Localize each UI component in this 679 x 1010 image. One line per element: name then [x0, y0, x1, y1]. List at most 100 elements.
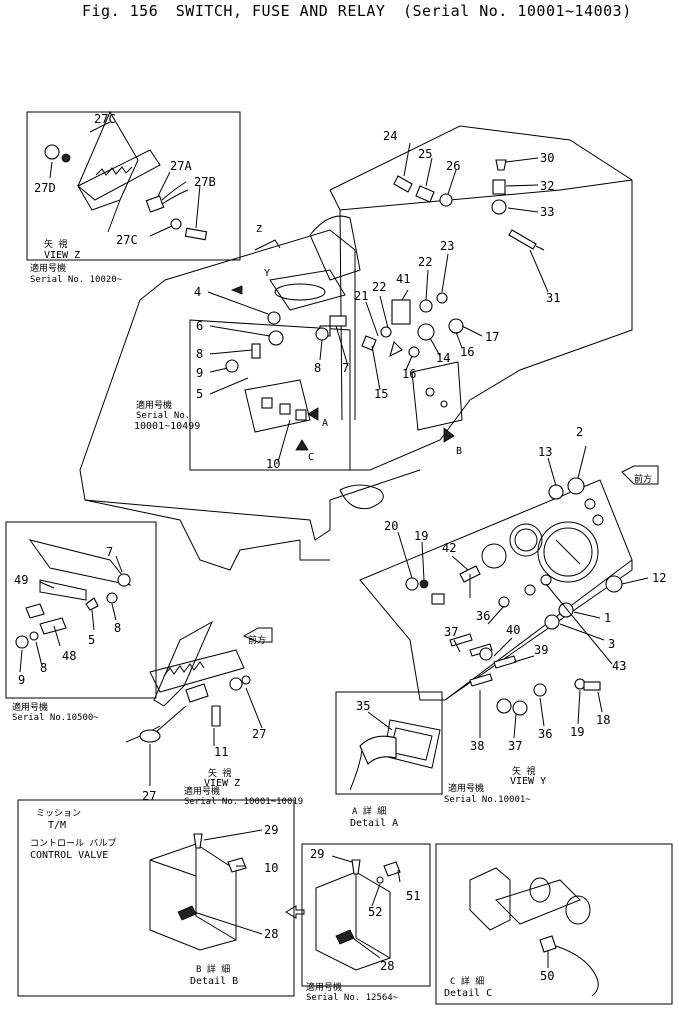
callout-8c: 8: [114, 621, 121, 635]
detail-12564: [301, 843, 431, 987]
callout-10: 10: [266, 457, 280, 471]
detail-b-jp: B 詳 細: [196, 963, 230, 975]
callout-41: 41: [396, 272, 410, 286]
detail-c-label: Detail C: [444, 988, 492, 999]
applic-jp-y: 適用号機: [448, 782, 484, 794]
callout-16b: 16: [402, 367, 416, 381]
callout-28b: 28: [380, 959, 394, 973]
left-console-parts: [207, 291, 329, 463]
callout-28: 28: [264, 927, 278, 941]
view-z-10001: [125, 620, 273, 786]
callout-27-lower: 27: [142, 789, 156, 803]
switch-cluster-top: [393, 142, 549, 293]
callout-16: 16: [460, 345, 474, 359]
callout-27b: 27B: [194, 175, 216, 189]
applic-jp-3: 適用号機: [12, 701, 48, 713]
view-z-jp-2: 矢 視: [208, 767, 231, 779]
callout-5b: 5: [88, 633, 95, 647]
serial-10020: Serial No. 10020~: [30, 275, 123, 285]
serial-12564: Serial No. 12564~: [306, 993, 399, 1003]
callout-21: 21: [354, 289, 368, 303]
view-z-label: VIEW Z: [44, 250, 80, 261]
callout-35: 35: [356, 699, 370, 713]
callout-37b: 37: [508, 739, 522, 753]
view-jp-label: 矢 視: [44, 238, 67, 250]
callout-42: 42: [442, 541, 456, 555]
callout-5: 5: [196, 387, 203, 401]
detail-b-label: Detail B: [190, 976, 238, 987]
view-y-jp: 矢 視: [512, 765, 535, 777]
callout-40: 40: [506, 623, 520, 637]
callout-4: 4: [194, 285, 201, 299]
arrow-b-label: B: [456, 446, 462, 457]
callout-27c: 27C: [94, 112, 116, 126]
figure-serial: (Serial No. 10001~14003): [403, 2, 632, 20]
figure-title: Fig. 156 SWITCH, FUSE AND RELAY (Serial …: [82, 2, 640, 20]
figure-name: SWITCH, FUSE AND RELAY: [175, 2, 386, 20]
callout-38: 38: [470, 739, 484, 753]
callout-17: 17: [485, 330, 499, 344]
serial-10001-10499: 10001~10499: [134, 421, 200, 432]
instrument-panel: [359, 445, 649, 739]
callout-6: 6: [196, 319, 203, 333]
callout-50: 50: [540, 969, 554, 983]
arrow-to-12564: [285, 905, 305, 919]
callout-27c-lower: 27C: [116, 233, 138, 247]
callout-11: 11: [214, 745, 228, 759]
callout-51: 51: [406, 889, 420, 903]
callout-13: 13: [538, 445, 552, 459]
callout-33: 33: [540, 205, 554, 219]
callout-12: 12: [652, 571, 666, 585]
detail-b: [17, 799, 295, 997]
callout-8b: 8: [314, 361, 321, 375]
arrow-a-label: A: [322, 418, 328, 429]
callout-8d: 8: [40, 661, 47, 675]
callout-26: 26: [446, 159, 460, 173]
callout-20: 20: [384, 519, 398, 533]
serial-label-2: Serial No.: [136, 411, 190, 421]
cv-label: CONTROL VALVE: [30, 850, 108, 861]
front-label-2: 前方: [248, 634, 266, 646]
arrow-z-label: Z: [256, 224, 262, 235]
view-y-label: VIEW Y: [510, 776, 546, 787]
callout-23: 23: [440, 239, 454, 253]
callout-22: 22: [418, 255, 432, 269]
arrow-y-label: Y: [264, 268, 270, 279]
callout-25: 25: [418, 147, 432, 161]
inset-view-z-top: 27C 27A 27B 27C 27D 矢 視 VIEW Z: [26, 110, 241, 261]
callout-31: 31: [546, 291, 560, 305]
detail-c-jp: C 詳 細: [450, 975, 484, 987]
callout-27: 27: [252, 727, 266, 741]
callout-9: 9: [196, 366, 203, 380]
callout-10b: 10: [264, 861, 278, 875]
applic-jp-1: 適用号機: [30, 262, 66, 274]
mission-jp: ミッション: [36, 809, 81, 819]
detail-a-label: Detail A: [350, 818, 398, 829]
callout-22b: 22: [372, 280, 386, 294]
callout-36b: 36: [538, 727, 552, 741]
callout-19: 19: [414, 529, 428, 543]
callout-52: 52: [368, 905, 382, 919]
applic-jp-2: 適用号機: [136, 399, 172, 411]
machine-body: [79, 125, 633, 571]
callout-29: 29: [264, 823, 278, 837]
callout-29b: 29: [310, 847, 324, 861]
callout-9b: 9: [18, 673, 25, 687]
callout-8: 8: [196, 347, 203, 361]
callout-27a: 27A: [170, 159, 192, 173]
front-label-main: 前方: [634, 473, 652, 485]
detail-c: [435, 843, 673, 1005]
callout-48: 48: [62, 649, 76, 663]
cv-jp: コントロール バルブ: [30, 837, 116, 849]
callout-7b: 7: [106, 545, 113, 559]
callout-32: 32: [540, 179, 554, 193]
applic-jp-4: 適用号機: [184, 785, 220, 797]
callout-3: 3: [608, 637, 615, 651]
callout-19b: 19: [570, 725, 584, 739]
callout-7: 7: [342, 361, 349, 375]
callout-2: 2: [576, 425, 583, 439]
callout-30: 30: [540, 151, 554, 165]
serial-10001: Serial No.10001~: [444, 795, 531, 805]
callout-15: 15: [374, 387, 388, 401]
